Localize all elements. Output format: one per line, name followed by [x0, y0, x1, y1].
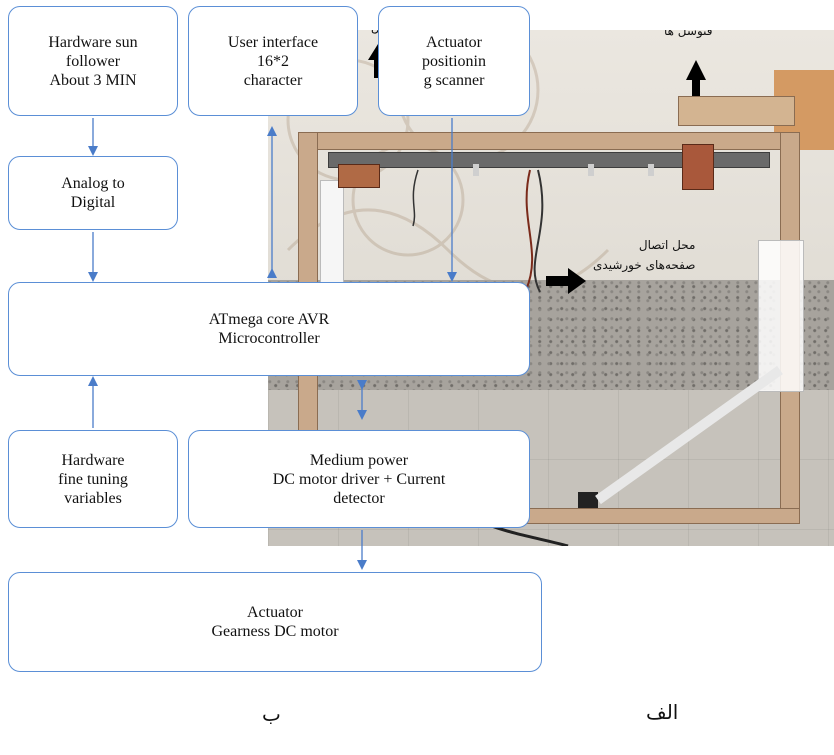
user-interface-text: User interface 16*2 character [227, 33, 319, 89]
fine-tuning-text: Hardware fine tuning variables [58, 451, 128, 507]
motor-driver-text: Medium power DC motor driver + Current d… [272, 451, 446, 507]
actuator-scanner-text: Actuator positionin g scanner [421, 33, 486, 89]
photo-details [368, 44, 783, 546]
motor-driver-box: Medium power DC motor driver + Current d… [188, 430, 530, 528]
actuator-motor-box: Actuator Gearness DC motor [8, 572, 542, 672]
mcu-text: ATmega core AVR Microcontroller [208, 311, 330, 347]
fine-tuning-box: Hardware fine tuning variables [8, 430, 178, 528]
caption-be: ب [262, 702, 281, 726]
sun-follower-box: Hardware sun follower About 3 MIN [8, 6, 178, 116]
mcu-box: ATmega core AVR Microcontroller [8, 282, 530, 376]
adc-text: Analog to Digital [61, 175, 125, 211]
actuator-motor-text: Actuator Gearness DC motor [211, 604, 339, 640]
dc-motor [338, 164, 380, 188]
caption-alef: الف [646, 700, 679, 724]
photocell-holder [678, 96, 795, 126]
panel-mount-label: محل اتصال صفحه‌های خورشیدی [593, 238, 696, 272]
plastic-bag [758, 240, 804, 392]
sun-follower-text: Hardware sun follower About 3 MIN [48, 33, 138, 89]
photocells-label: فتوسل ها [664, 30, 713, 38]
linear-rail [328, 152, 770, 168]
adc-box: Analog to Digital [8, 156, 178, 230]
actuator-scanner-box: Actuator positionin g scanner [378, 6, 530, 116]
user-interface-box: User interface 16*2 character [188, 6, 358, 116]
carriage [682, 144, 714, 190]
